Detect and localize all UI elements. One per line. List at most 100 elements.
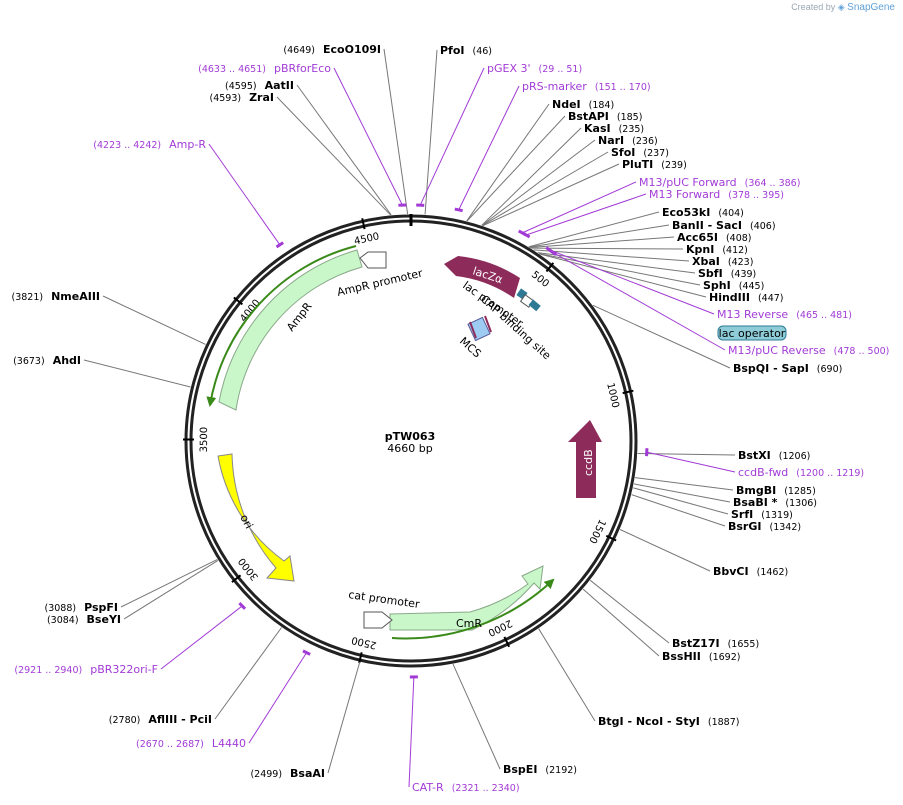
primer-m13-puc-forward[interactable]: M13/pUC Forward(364 .. 386) — [639, 176, 800, 189]
ampr-feature[interactable] — [218, 249, 363, 411]
primer-site-mark — [398, 203, 407, 207]
primer-name: M13/pUC Forward — [639, 176, 737, 189]
primer-leader-line — [333, 67, 403, 206]
enzyme-hindiii[interactable]: HindIII(447) — [709, 291, 784, 304]
lac-operator-badge[interactable] — [717, 325, 787, 341]
primer-site-mark — [302, 649, 311, 656]
credit-prefix: Created by — [791, 2, 836, 12]
enzyme-btgi-ncoi-styi[interactable]: BtgI - NcoI - StyI(1887) — [598, 715, 739, 728]
primer-pbrforeco[interactable]: (4633 .. 4651)pBRforEco — [198, 62, 331, 75]
enzyme-xbai[interactable]: XbaI(423) — [692, 255, 753, 268]
enzyme-position: (3088) — [45, 603, 77, 614]
enzyme-aatii[interactable]: (4595)AatII — [225, 79, 294, 92]
enzyme-name: SphI — [703, 279, 731, 292]
primer-site-mark — [521, 231, 531, 239]
enzyme-srfi[interactable]: SrfI(1319) — [731, 508, 793, 521]
snapgene-credit: Created by ◈ SnapGene — [791, 2, 895, 13]
enzyme-nari[interactable]: NarI(236) — [598, 134, 658, 147]
enzyme-leader-line — [631, 494, 726, 527]
enzyme-leader-line — [452, 663, 501, 770]
enzyme-bsrgi[interactable]: BsrGI(1342) — [728, 520, 801, 533]
site-labels: PfoI(46) NdeI(184)BstAPI(185)KasI(235)Nar… — [11, 43, 889, 794]
ccdb-feature[interactable] — [568, 420, 602, 498]
enzyme-position: (239) — [661, 160, 687, 171]
enzyme-position: (404) — [718, 208, 744, 219]
enzyme-leader-line — [592, 304, 731, 369]
primer-position: (1200 .. 1219) — [796, 468, 864, 479]
enzyme-zrai[interactable]: (4593)ZraI — [209, 91, 274, 104]
enzyme-leader-line — [529, 224, 670, 248]
primer-ccdb-fwd[interactable]: ccdB-fwd(1200 .. 1219) — [738, 466, 864, 479]
primer-m13-puc-reverse[interactable]: M13/pUC Reverse(478 .. 500) — [728, 344, 889, 357]
primer-position: (2921 .. 2940) — [14, 665, 82, 676]
enzyme-leader-line — [482, 163, 620, 227]
primer-cat-r[interactable]: CAT-R(2321 .. 2340) — [412, 781, 520, 794]
enzyme-acc65i[interactable]: Acc65I(408) — [677, 231, 752, 244]
primer-leader-line — [549, 249, 715, 315]
enzyme-bbvci[interactable]: BbvCI(1462) — [713, 565, 788, 578]
enzyme-leader-line — [120, 558, 218, 608]
primer-prs-marker[interactable]: pRS-marker(151 .. 170) — [522, 80, 651, 93]
enzyme-position: (3821) — [11, 292, 43, 303]
enzyme-name: EcoO109I — [323, 43, 381, 56]
enzyme-bmgbi[interactable]: BmgBI(1285) — [736, 484, 816, 497]
enzyme-kpni[interactable]: KpnI(412) — [686, 243, 748, 256]
enzyme-pluti[interactable]: PluTI(239) — [622, 158, 687, 171]
primer-l4440[interactable]: (2670 .. 2687)L4440 — [136, 737, 246, 750]
lac-operator-mark — [528, 299, 541, 312]
enzyme-name: AatII — [265, 79, 294, 92]
enzyme-position: (1319) — [761, 510, 793, 521]
enzyme-ndei[interactable]: NdeI(184) — [552, 98, 614, 111]
enzyme-banii-saci[interactable]: BanII - SacI(406) — [672, 219, 776, 232]
cat-promoter-arrow[interactable] — [363, 611, 393, 629]
enzyme-name: BsaBI * — [733, 496, 778, 509]
enzyme-leader-line — [633, 483, 731, 503]
enzyme-sbfi[interactable]: SbfI(439) — [698, 267, 756, 280]
primer-leader-line — [552, 251, 726, 351]
enzyme-position: (46) — [473, 46, 493, 57]
tick-mark — [545, 262, 555, 273]
enzyme-pfoi[interactable]: PfoI(46) — [440, 44, 492, 57]
enzyme-nmeaiii[interactable]: (3821)NmeAIII — [11, 290, 100, 303]
enzyme-afliii-pcii[interactable]: (2780)AflIII - PciI — [109, 713, 212, 726]
enzyme-bseyi[interactable]: (3084)BseYI — [47, 613, 121, 626]
enzyme-sphi[interactable]: SphI(445) — [703, 279, 764, 292]
enzyme-ecoo109i[interactable]: (4649) EcoO109I — [283, 43, 381, 56]
enzyme-bspqi-sapi[interactable]: BspQI - SapI(690) — [733, 362, 842, 375]
primer-position: (4633 .. 4651) — [198, 64, 266, 75]
enzyme-kasi[interactable]: KasI(235) — [584, 122, 644, 135]
primer-leader-line — [458, 85, 520, 211]
enzyme-position: (439) — [731, 269, 757, 280]
enzyme-sfoi[interactable]: SfoI(237) — [611, 146, 669, 159]
tick-mark — [231, 574, 242, 583]
enzyme-bsshii[interactable]: BssHII(1692) — [662, 650, 740, 663]
enzyme-position: (1655) — [728, 639, 760, 650]
primer-pbr322ori-f[interactable]: (2921 .. 2940)pBR322ori-F — [14, 663, 158, 676]
primer-name: M13 Reverse — [717, 308, 788, 321]
enzyme-bstxi[interactable]: BstXI(1206) — [738, 449, 810, 462]
enzyme-pspfi[interactable]: (3088)PspFI — [45, 601, 119, 614]
enzyme-bsaai[interactable]: (2499)BsaAI — [250, 767, 325, 780]
lacza-feature[interactable] — [444, 256, 520, 298]
enzyme-bsabi[interactable]: BsaBI *(1306) — [733, 496, 817, 509]
ampr-promoter-arrow[interactable] — [359, 251, 387, 269]
ori-feature[interactable] — [217, 453, 295, 582]
primer-pgex-3[interactable]: pGEX 3'(29 .. 51) — [487, 62, 582, 75]
primer-name: M13/pUC Reverse — [728, 344, 826, 357]
enzyme-eco53ki[interactable]: Eco53kI(404) — [662, 206, 744, 219]
primer-m13-reverse[interactable]: M13 Reverse(465 .. 481) — [717, 308, 852, 321]
tick-mark — [233, 296, 244, 306]
primer-amp-r[interactable]: (4223 .. 4242)Amp-R — [93, 138, 206, 151]
primer-m13-forward[interactable]: M13 Forward(378 .. 395) — [649, 188, 784, 201]
enzyme-position: (1692) — [709, 652, 741, 663]
enzyme-bstz17i[interactable]: BstZ17I(1655) — [672, 637, 759, 650]
enzyme-bspei[interactable]: BspEI(2192) — [503, 763, 577, 776]
enzyme-position: (237) — [643, 148, 669, 159]
enzyme-ahdi[interactable]: (3673)AhdI — [13, 354, 81, 367]
tick-label: 1500 — [586, 517, 607, 545]
enzyme-bstapi[interactable]: BstAPI(185) — [568, 110, 642, 123]
cmr-label: CmR — [456, 617, 482, 630]
enzyme-position: (1887) — [708, 717, 740, 728]
enzyme-position: (4649) — [283, 45, 315, 56]
